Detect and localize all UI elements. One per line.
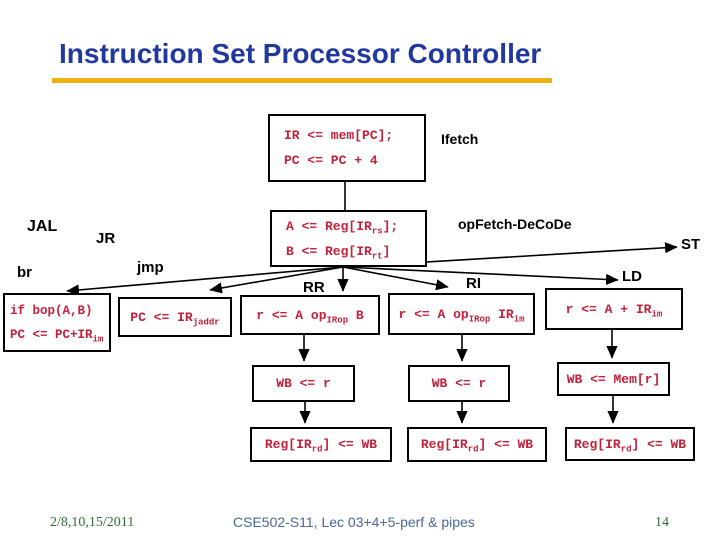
wb-rr-box: WB <= r bbox=[252, 365, 355, 402]
label-st: ST bbox=[681, 236, 701, 253]
code-line: if bop(A,B) bbox=[5, 299, 109, 323]
code-fragment: A <= Reg[IR bbox=[286, 218, 372, 234]
code-fragment: r <= A op bbox=[398, 306, 469, 322]
code-fragment: B <= Reg[IR bbox=[286, 243, 372, 259]
code-fragment: WB <= r bbox=[276, 376, 331, 391]
code-line: r <= A opIRop B bbox=[242, 303, 378, 328]
code-fragment: B bbox=[348, 307, 364, 323]
code-line: Reg[IRrd] <= WB bbox=[409, 432, 545, 457]
label-opfetch-decode: opFetch-DeCoDe bbox=[458, 216, 572, 232]
code-fragment: PC <= PC + 4 bbox=[284, 153, 378, 168]
wb-ri-box: WB <= r bbox=[408, 365, 510, 402]
title-underline bbox=[52, 78, 552, 83]
code-fragment: WB <= Mem[r] bbox=[566, 371, 661, 387]
code-fragment: Reg[IR bbox=[420, 437, 468, 452]
subscript: im bbox=[651, 309, 663, 320]
subscript: im bbox=[513, 314, 525, 325]
code-line: r <= A + IRim bbox=[547, 297, 681, 322]
code-line: Reg[IRrd] <= WB bbox=[567, 432, 693, 457]
code-fragment: Reg[IR bbox=[264, 437, 312, 452]
code-fragment: IR <= mem[PC]; bbox=[284, 128, 394, 143]
ifetch-box: IR <= mem[PC]; PC <= PC + 4 bbox=[268, 114, 426, 182]
label-br: br bbox=[17, 264, 32, 281]
reg-write-ld-box: Reg[IRrd] <= WB bbox=[565, 427, 695, 461]
reg-write-rr-box: Reg[IRrd] <= WB bbox=[250, 427, 392, 462]
code-line: WB <= r bbox=[254, 371, 353, 396]
code-fragment: r <= A op bbox=[256, 307, 327, 323]
code-line: PC <= IRjaddr bbox=[120, 305, 230, 330]
arrow-br bbox=[66, 266, 344, 296]
subscript: rd bbox=[311, 444, 323, 455]
label-jmp: jmp bbox=[137, 259, 164, 276]
code-line: r <= A opIRop IRim bbox=[390, 302, 533, 327]
label-ifetch: Ifetch bbox=[441, 131, 479, 147]
code-fragment: if bop(A,B) bbox=[10, 303, 93, 318]
code-line: IR <= mem[PC]; bbox=[270, 123, 424, 148]
subscript: rt bbox=[371, 251, 383, 262]
footer-date: 2/8,10,15/2011 bbox=[50, 515, 135, 530]
arrow-ri bbox=[342, 266, 449, 291]
wb-ld-box: WB <= Mem[r] bbox=[557, 362, 670, 396]
subscript: im bbox=[92, 334, 104, 344]
opfetch-box: A <= Reg[IRrs]; B <= Reg[IRrt] bbox=[270, 210, 427, 267]
footer-page-number: 14 bbox=[655, 515, 669, 530]
code-line: Reg[IRrd] <= WB bbox=[252, 432, 390, 457]
code-line: A <= Reg[IRrs]; bbox=[272, 214, 425, 239]
label-jr: JR bbox=[96, 230, 116, 247]
code-fragment: PC <= PC+IR bbox=[10, 327, 93, 342]
label-jal: JAL bbox=[27, 218, 58, 235]
subscript: IRop bbox=[468, 314, 491, 325]
arrow-ld bbox=[342, 266, 619, 286]
code-fragment: ]; bbox=[382, 218, 399, 234]
code-fragment: PC <= IR bbox=[130, 309, 193, 325]
code-line: WB <= Mem[r] bbox=[559, 367, 668, 392]
label-ld: LD bbox=[622, 268, 642, 285]
code-line: PC <= PC+IRim bbox=[5, 323, 109, 347]
subscript: rd bbox=[467, 444, 479, 455]
subscript: jaddr bbox=[192, 317, 220, 328]
branch-box: if bop(A,B) PC <= PC+IRim bbox=[3, 293, 111, 352]
ld-execute-box: r <= A + IRim bbox=[545, 288, 683, 330]
ri-execute-box: r <= A opIRop IRim bbox=[388, 293, 535, 335]
reg-write-ri-box: Reg[IRrd] <= WB bbox=[407, 427, 547, 462]
rr-execute-box: r <= A opIRop B bbox=[240, 295, 380, 335]
code-fragment: ] <= WB bbox=[478, 437, 534, 452]
subscript: IRop bbox=[326, 315, 349, 326]
code-line: WB <= r bbox=[410, 371, 508, 396]
footer-course: CSE502-S11, Lec 03+4+5-perf & pipes bbox=[233, 514, 475, 530]
subscript: rs bbox=[371, 226, 383, 237]
code-fragment: WB <= r bbox=[431, 376, 487, 391]
code-fragment: r <= A + IR bbox=[565, 301, 652, 317]
code-fragment: ] <= WB bbox=[322, 437, 378, 452]
jump-box: PC <= IRjaddr bbox=[118, 297, 232, 337]
label-rr: RR bbox=[303, 279, 325, 296]
label-ri: RI bbox=[466, 275, 481, 292]
page-title: Instruction Set Processor Controller bbox=[59, 38, 542, 69]
code-fragment: Reg[IR bbox=[573, 436, 621, 452]
code-line: PC <= PC + 4 bbox=[270, 148, 424, 173]
arrow-jmp bbox=[209, 266, 344, 294]
code-fragment: ] bbox=[382, 243, 391, 259]
code-fragment: IR bbox=[490, 306, 514, 322]
code-fragment: ] <= WB bbox=[631, 436, 687, 452]
code-line: B <= Reg[IRrt] bbox=[272, 239, 425, 264]
subscript: rd bbox=[620, 444, 632, 455]
